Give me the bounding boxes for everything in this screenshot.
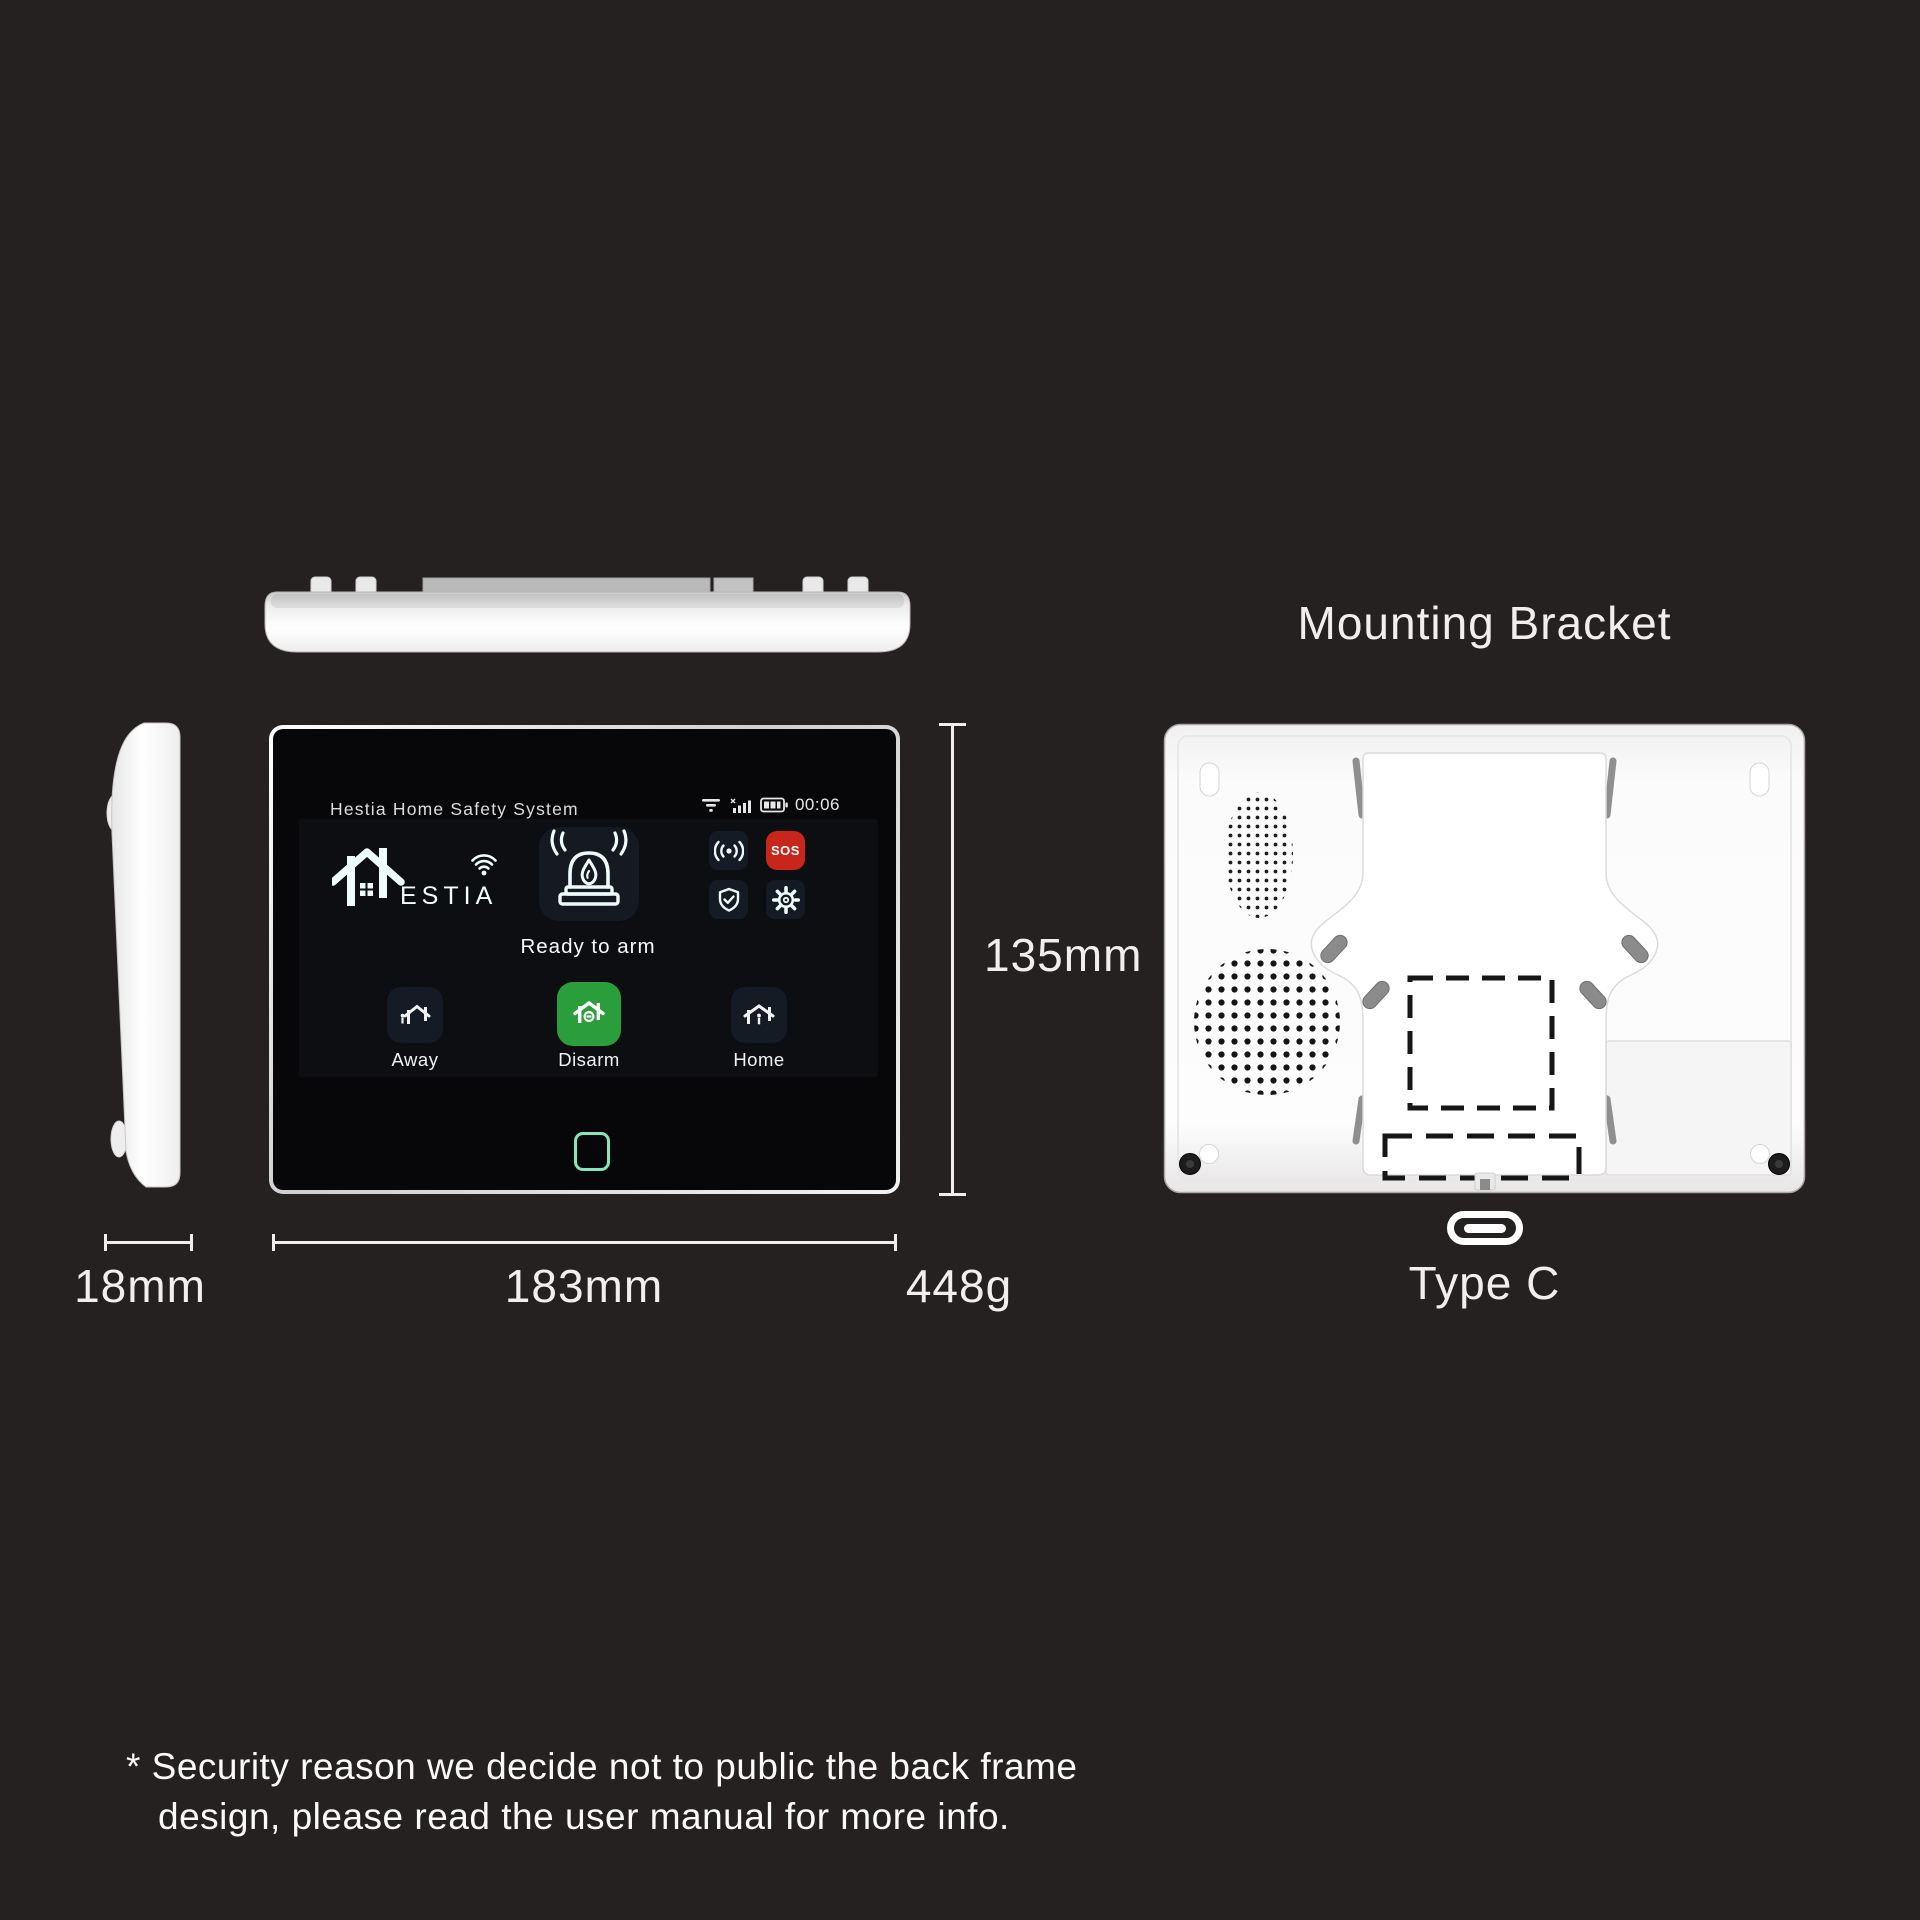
device-side-view <box>106 722 181 1188</box>
width-dimension-label: 183mm <box>504 1260 664 1312</box>
home-button[interactable] <box>731 987 787 1043</box>
disclaimer-line-1: * Security reason we decide not to publi… <box>126 1746 1078 1787</box>
logo-wordmark: ESTIA <box>400 882 497 910</box>
height-dimension-line <box>939 723 966 1196</box>
logo-wifi-icon <box>471 854 497 870</box>
sos-label: SOS <box>771 843 800 858</box>
security-mode-tile[interactable] <box>709 880 748 919</box>
usb-c-port[interactable] <box>1480 1179 1490 1190</box>
settings-tile[interactable] <box>766 880 805 919</box>
corner-pegs <box>1199 762 1770 1164</box>
wifi-icon <box>701 799 720 812</box>
device-back-view <box>1163 723 1806 1194</box>
device-front-view: Hestia Home Safety System <box>269 725 900 1194</box>
top-bracket-slot <box>422 577 754 595</box>
weight-label: 448g <box>905 1260 1013 1312</box>
away-label: Away <box>391 1049 439 1070</box>
thickness-dimension-line <box>104 1234 193 1251</box>
house-away-icon <box>400 1004 431 1024</box>
device-top-view <box>264 576 911 653</box>
house-home-icon <box>743 1003 775 1024</box>
battery-icon <box>760 797 788 813</box>
width-dimension-line <box>272 1234 897 1251</box>
usb-c-port-icon <box>1447 1211 1523 1245</box>
thickness-dimension-label: 18mm <box>74 1260 206 1312</box>
away-button[interactable] <box>387 987 443 1043</box>
house-disarm-icon <box>573 1000 605 1023</box>
fire-alarm-tile[interactable] <box>539 827 639 921</box>
mounting-bracket-title: Mounting Bracket <box>1297 597 1672 649</box>
disclaimer-line-2: design, please read the user manual for … <box>158 1796 1010 1837</box>
speaker-grill-large <box>1194 949 1340 1095</box>
port-label: Type C <box>1408 1257 1561 1309</box>
speaker-grill-small <box>1225 792 1293 918</box>
hestia-logo: ESTIA <box>332 848 497 910</box>
signal-icon <box>730 798 751 813</box>
gear-icon <box>771 885 800 914</box>
bracket-dashed-square <box>1407 975 1555 1111</box>
shield-check-icon <box>718 887 739 912</box>
back-screws <box>1179 1153 1790 1175</box>
disarm-label: Disarm <box>558 1049 620 1070</box>
height-dimension-label: 135mm <box>984 929 1143 981</box>
bracket-slots <box>1320 934 1649 1010</box>
home-label: Home <box>733 1049 785 1070</box>
logo-window <box>360 883 373 896</box>
status-time: 00:06 <box>794 795 840 814</box>
screen-title: Hestia Home Safety System <box>330 799 579 819</box>
status-bar: 00:06 <box>700 795 840 815</box>
arm-status-text: Ready to arm <box>520 935 656 958</box>
mounting-bracket-plate <box>1310 752 1659 1176</box>
disarm-button[interactable] <box>557 982 621 1046</box>
siren-alert-tile[interactable] <box>709 831 748 870</box>
sos-button[interactable]: SOS <box>766 831 805 870</box>
siren-wave-icon <box>713 840 744 861</box>
front-bezel: Hestia Home Safety System <box>273 729 896 1190</box>
fire-alarm-icon <box>550 829 628 906</box>
bracket-shadows <box>1352 757 1617 1145</box>
touch-home-indicator[interactable] <box>574 1132 610 1171</box>
